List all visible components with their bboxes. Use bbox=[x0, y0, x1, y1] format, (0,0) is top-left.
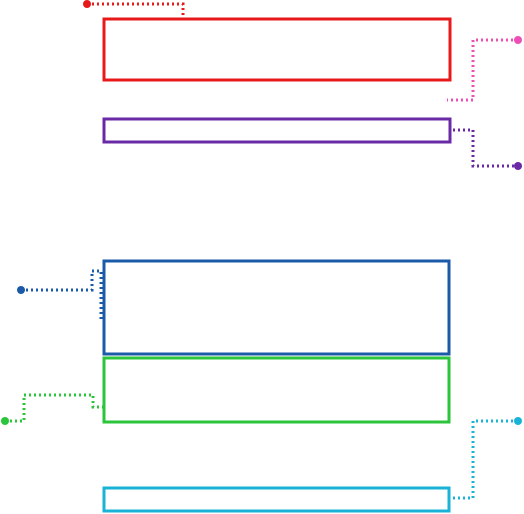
pink-connector-dot bbox=[514, 36, 522, 44]
cyan-connector bbox=[453, 417, 522, 500]
green-box bbox=[102, 356, 451, 424]
red-connector bbox=[83, 0, 185, 15]
red-box bbox=[102, 17, 452, 82]
cyan-box bbox=[102, 486, 451, 513]
pink-connector bbox=[447, 36, 522, 102]
purple-box bbox=[102, 117, 452, 144]
blue-box bbox=[102, 259, 451, 356]
blue-connector-dot bbox=[17, 286, 25, 294]
green-connector bbox=[1, 393, 103, 425]
green-connector-dot bbox=[1, 417, 9, 425]
cyan-connector-dot bbox=[514, 417, 522, 425]
red-connector-dot bbox=[83, 0, 91, 8]
blue-connector bbox=[17, 269, 103, 319]
purple-connector-dot bbox=[514, 162, 522, 170]
purple-connector bbox=[453, 128, 522, 170]
